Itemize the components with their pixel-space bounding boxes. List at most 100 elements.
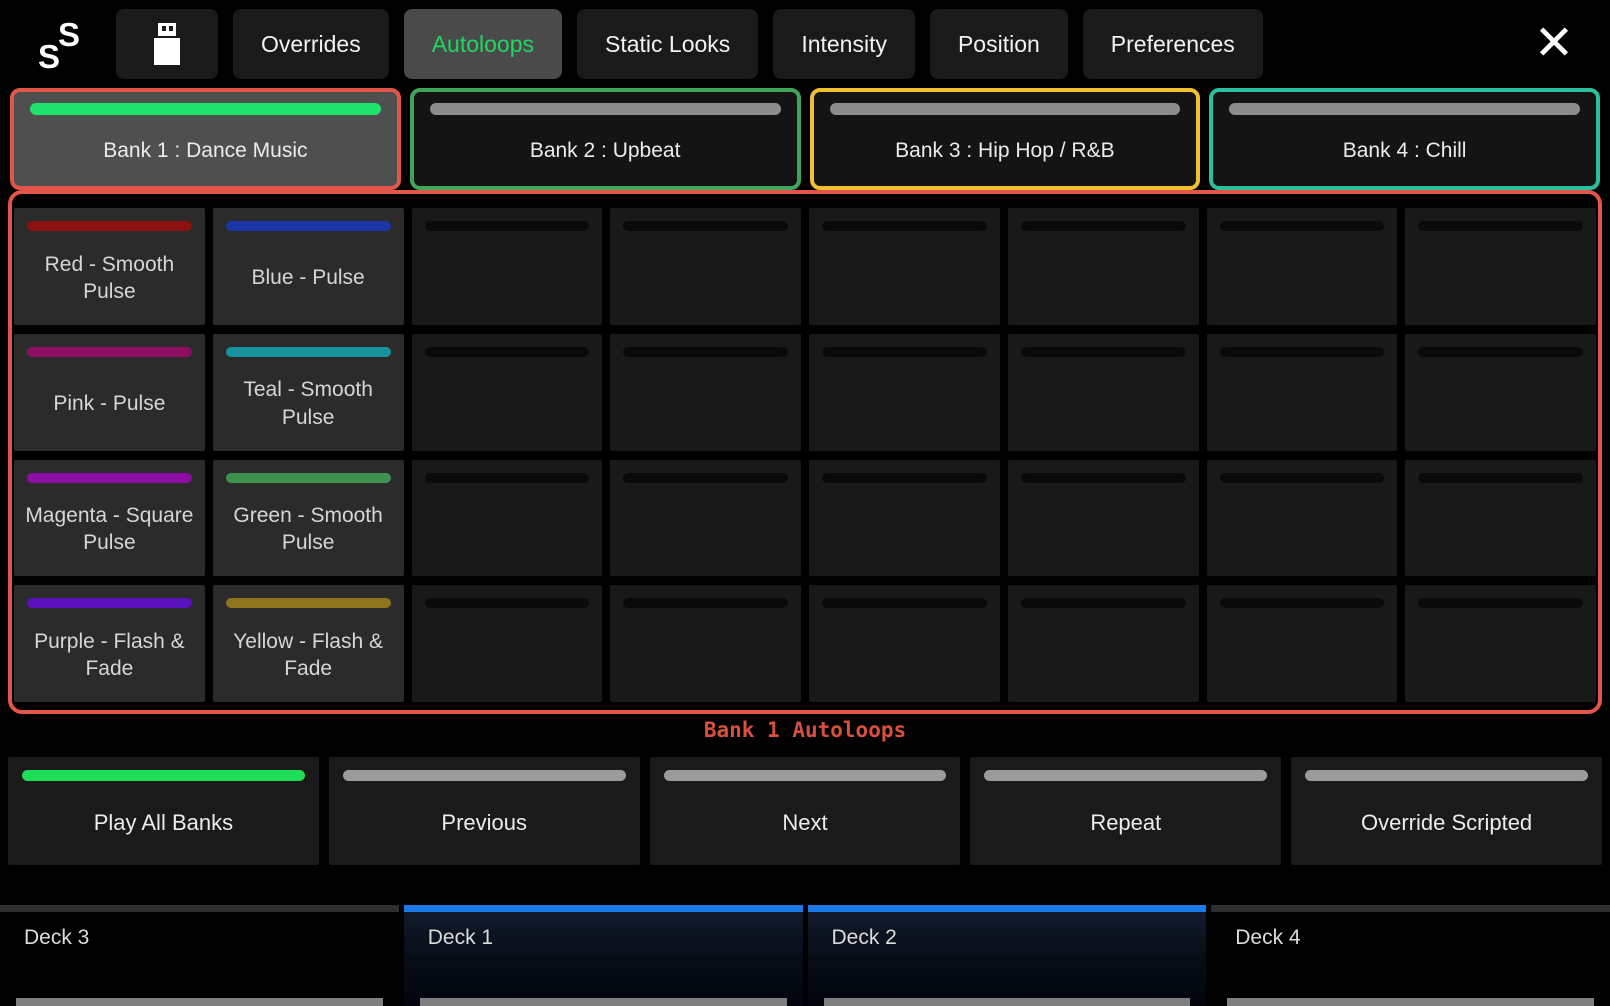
autoloop-cell[interactable]: Purple - Flash & Fade: [14, 585, 205, 702]
autoloop-cell[interactable]: [1007, 459, 1199, 577]
autoloop-cell[interactable]: [610, 585, 801, 702]
bank-button[interactable]: Bank 1 : Dance Music: [10, 88, 401, 190]
bank-label: Bank 1 : Dance Music: [103, 138, 308, 162]
deck-tab[interactable]: Deck 4: [1211, 905, 1610, 1006]
tab-item[interactable]: Static Looks: [577, 9, 759, 79]
autoloop-cell[interactable]: [1206, 333, 1398, 451]
autoloop-cell[interactable]: [411, 208, 603, 325]
autoloop-cell[interactable]: [1206, 208, 1398, 325]
autoloop-cell[interactable]: Pink - Pulse: [14, 333, 205, 451]
autoloop-cell-label: [1405, 357, 1596, 451]
autoloop-cell[interactable]: [610, 333, 801, 451]
autoloop-cell-label: Yellow - Flash & Fade: [233, 629, 384, 681]
transport-button[interactable]: Repeat: [970, 757, 1282, 865]
logo-glyph: S: [38, 38, 61, 75]
tab-label: Overrides: [261, 30, 361, 57]
autoloop-cell-bar: [1219, 221, 1385, 231]
autoloop-cell-label: [1207, 231, 1398, 325]
close-button[interactable]: ✕: [1524, 9, 1584, 79]
deck-tab[interactable]: Deck 2: [807, 905, 1207, 1006]
tab-item[interactable]: Overrides: [233, 9, 389, 79]
bank-selector: Bank 1 : Dance Music Bank 2 : Upbeat Ban…: [10, 88, 1600, 190]
autoloop-cell-label: Green - Smooth Pulse: [233, 504, 383, 555]
transport-button[interactable]: Next: [649, 757, 961, 865]
transport-button-bar: [22, 770, 305, 781]
autoloop-cell[interactable]: [1405, 459, 1596, 577]
bank-progress-bar: [429, 103, 781, 115]
autoloop-cell-label: [809, 608, 1000, 702]
autoloop-cell-label: Red - Smooth Pulse: [44, 252, 175, 303]
autoloop-cell-bar: [1020, 598, 1186, 609]
autoloop-cell-bar: [424, 598, 590, 609]
autoloop-cell[interactable]: [1007, 585, 1199, 702]
transport-button-label: Previous: [441, 810, 527, 835]
autoloop-cell-label: Magenta - Square Pulse: [25, 504, 194, 555]
tab-label: Intensity: [801, 30, 887, 57]
autoloop-cell-bar: [225, 598, 391, 609]
autoloop-cell[interactable]: [1206, 585, 1398, 702]
autoloop-cell-label: [809, 231, 1000, 325]
bank-button[interactable]: Bank 4 : Chill: [1209, 88, 1600, 190]
autoloop-cell[interactable]: Blue - Pulse: [212, 208, 404, 325]
autoloop-cell-bar: [1219, 346, 1385, 357]
transport-button[interactable]: Override Scripted: [1291, 757, 1602, 865]
autoloop-cell[interactable]: [411, 459, 603, 577]
autoloop-cell-label: [1008, 357, 1199, 451]
transport-button-bar: [1305, 770, 1588, 781]
transport-button[interactable]: Play All Banks: [8, 757, 319, 865]
usb-drive-icon: [154, 23, 180, 65]
autoloop-cell[interactable]: [1007, 333, 1199, 451]
autoloop-cell[interactable]: Yellow - Flash & Fade: [212, 585, 404, 702]
tab-item[interactable]: Position: [929, 9, 1068, 79]
autoloop-cell[interactable]: [610, 208, 801, 325]
tab-item[interactable]: Autoloops: [403, 9, 563, 79]
deck-bar: Deck 3 Deck 1 Deck 2 Deck 4: [0, 905, 1610, 1006]
deck-accent-strip: [807, 905, 1207, 912]
autoloop-cell-bar: [623, 221, 788, 231]
autoloop-cell[interactable]: Magenta - Square Pulse: [14, 459, 205, 577]
autoloop-cell-label: Blue - Pulse: [251, 266, 365, 290]
autoloop-cell-label: [809, 357, 1000, 451]
autoloop-cell[interactable]: [411, 585, 603, 702]
autoloop-cell-label: [610, 608, 801, 702]
deck-tab[interactable]: Deck 1: [403, 905, 803, 1006]
deck-progress-bar: [1227, 998, 1594, 1006]
deck-tab[interactable]: Deck 3: [0, 905, 399, 1006]
bank-label: Bank 4 : Chill: [1342, 138, 1467, 162]
autoloop-cell[interactable]: [809, 208, 1000, 325]
deck-progress-bar: [16, 998, 383, 1006]
autoloop-cell-bar: [225, 221, 391, 231]
bank-progress-bar: [30, 103, 381, 115]
tab-item[interactable]: Intensity: [773, 9, 915, 79]
autoloop-cell[interactable]: [1405, 208, 1596, 325]
bank-button[interactable]: Bank 3 : Hip Hop / R&B: [809, 88, 1201, 190]
autoloop-cell[interactable]: [610, 459, 801, 577]
autoloop-cell-label: [1405, 483, 1596, 577]
autoloop-cell-bar: [27, 221, 192, 231]
deck-accent-strip: [403, 905, 803, 912]
tab-item[interactable]: Preferences: [1082, 9, 1263, 79]
autoloop-cell[interactable]: [411, 333, 603, 451]
transport-button[interactable]: Previous: [328, 757, 640, 865]
bank-button[interactable]: Bank 2 : Upbeat: [409, 88, 801, 190]
autoloop-cell[interactable]: [1405, 585, 1596, 702]
autoloop-cell-label: [610, 483, 801, 577]
autoloop-cell[interactable]: [809, 459, 1000, 577]
autoloop-cell-bar: [1418, 598, 1583, 609]
close-icon: ✕: [1533, 17, 1575, 70]
autoloop-grid-outline: Red - Smooth Pulse Blue - Pulse: [8, 190, 1602, 714]
autoloop-cell-bar: [27, 472, 192, 483]
autoloop-cell[interactable]: [809, 333, 1000, 451]
autoloop-cell[interactable]: Red - Smooth Pulse: [14, 208, 205, 325]
transport-button-label: Play All Banks: [93, 810, 234, 835]
usb-body: [154, 38, 180, 65]
autoloop-cell[interactable]: [1007, 208, 1199, 325]
autoloop-cell[interactable]: [1405, 333, 1596, 451]
autoloop-cell[interactable]: Green - Smooth Pulse: [212, 459, 404, 577]
autoloop-cell[interactable]: Teal - Smooth Pulse: [212, 333, 404, 451]
autoloop-cell-bar: [1020, 472, 1186, 483]
autoloop-cell-label: Pink - Pulse: [53, 391, 166, 415]
autoloop-cell[interactable]: [1206, 459, 1398, 577]
usb-drive-button[interactable]: [116, 9, 218, 79]
autoloop-cell[interactable]: [809, 585, 1000, 702]
